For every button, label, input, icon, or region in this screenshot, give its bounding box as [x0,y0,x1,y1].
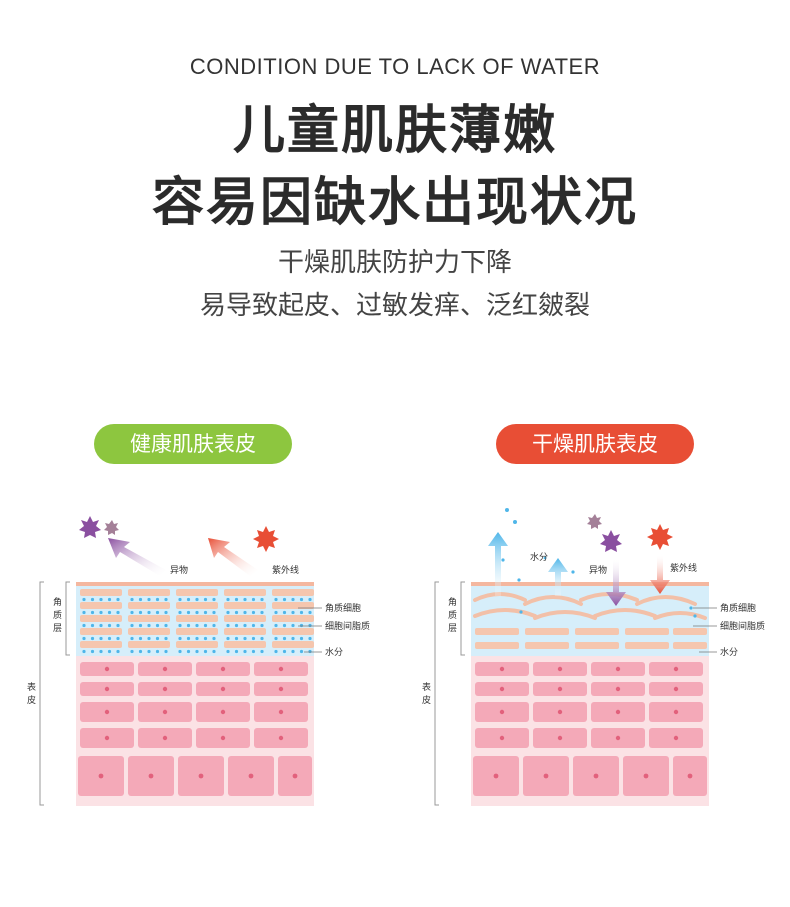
dry-skin-diagram: 角 质 层 表 皮 角质细胞 细胞间脂质 水分 水分 异物 紫外线 [422,508,765,806]
healthy-skin-badge: 健康肌肤表皮 [94,424,292,464]
escaping-water-drops [501,508,575,582]
stratum-label-char: 层 [448,623,457,634]
corneocyte-grid [80,589,314,654]
foreign-penetrate-arrow [606,560,626,606]
lipid-label: 细胞间脂质 [325,620,370,632]
epidermis-label-char: 皮 [422,694,431,706]
epidermis-label-char: 皮 [27,694,36,706]
foreign-deflect-arrow [108,538,166,576]
sparse-water-dots [519,606,697,618]
foreign-particle-icon [587,514,622,552]
uv-label: 紫外线 [670,562,697,574]
english-subtitle: CONDITION DUE TO LACK OF WATER [189,54,601,79]
uv-deflect-arrow [208,538,258,576]
epidermis-cells [78,662,312,796]
description-line-2: 易导致起皮、过敏发痒、泛红皴裂 [199,291,590,321]
water-escape-arrow [548,558,568,596]
uv-sun-icon [253,526,279,552]
uv-sun-icon [647,524,673,550]
lipid-label: 细胞间脂质 [720,620,765,632]
dry-skin-badge: 干燥肌肤表皮 [496,424,694,464]
title-line-2: 容易因缺水出现状况 [151,173,638,233]
water-top-label: 水分 [530,551,548,563]
dry-corneocyte-bars [475,628,707,649]
stratum-label-char: 角 [53,596,62,608]
epidermis-label-char: 表 [27,681,36,693]
title-line-1: 儿童肌肤薄嫩 [232,101,557,161]
foreign-particle-icon [79,516,119,538]
corneocyte-label: 角质细胞 [325,602,361,614]
stratum-label-char: 角 [448,596,457,608]
stratum-label-char: 质 [53,609,62,621]
foreign-label: 异物 [589,564,607,576]
stratum-label-char: 层 [53,623,62,634]
epidermis-cells [473,662,707,796]
foreign-label: 异物 [170,564,188,576]
healthy-skin-diagram: 角 质 层 表 皮 角质细胞 细胞间脂质 水分 异物 紫外线 [27,516,370,806]
stratum-label-char: 质 [448,609,457,621]
uv-label: 紫外线 [272,564,299,576]
water-label: 水分 [720,646,738,658]
uv-penetrate-arrow [650,556,670,594]
description-line-1: 干燥肌肤防护力下降 [277,248,512,278]
water-label: 水分 [325,646,343,658]
water-escape-arrow [488,532,508,596]
corneocyte-label: 角质细胞 [720,602,756,614]
epidermis-label-char: 表 [422,681,431,693]
